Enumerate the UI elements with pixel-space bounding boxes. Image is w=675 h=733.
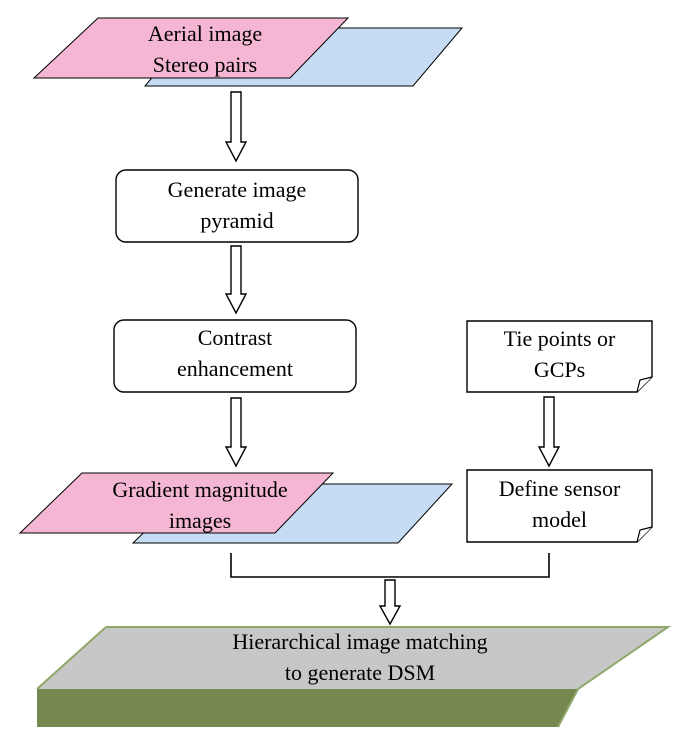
aerial-label-line1: Aerial image xyxy=(147,21,263,46)
sensor-label: Define sensor model xyxy=(467,473,652,535)
arrow-pyramid-to-contrast xyxy=(224,245,248,315)
pyramid-box xyxy=(115,169,359,243)
sensor-label-line2: model xyxy=(532,507,587,532)
aerial-label-line2: Stereo pairs xyxy=(152,52,258,77)
contrast-box xyxy=(113,319,357,393)
matching-slab-top xyxy=(37,627,668,689)
arrow-merge-to-matching xyxy=(378,579,402,626)
sensor-fold xyxy=(636,526,653,543)
sensor-label-line1: Define sensor xyxy=(498,476,621,501)
tiepoints-fold xyxy=(636,376,653,393)
arrow-contrast-to-gradient xyxy=(224,397,248,468)
matching-slab-left-edge xyxy=(36,626,107,690)
arrow-aerial-to-pyramid xyxy=(224,91,248,163)
gradient-label-line2: images xyxy=(168,508,232,533)
matching-label: Hierarchical image matching to generate … xyxy=(160,626,560,688)
arrow-tiepoints-to-sensor xyxy=(537,396,561,468)
pyramid-label-line2: pyramid xyxy=(200,208,274,233)
tiepoints-label-line1: Tie points or xyxy=(503,326,616,351)
matching-label-line1: Hierarchical image matching xyxy=(232,629,488,654)
gradient-sheet-front xyxy=(18,472,335,534)
aerial-label: Aerial image Stereo pairs xyxy=(110,18,300,80)
tiepoints-label-line2: GCPs xyxy=(533,357,586,382)
gradient-label-line1: Gradient magnitude xyxy=(112,477,288,502)
matching-slab-edge xyxy=(106,626,672,728)
matching-label-line2: to generate DSM xyxy=(284,660,436,685)
pyramid-label-line1: Generate image xyxy=(167,177,307,202)
aerial-sheet-front xyxy=(32,17,350,79)
contrast-label-line2: enhancement xyxy=(176,356,294,381)
gradient-label: Gradient magnitude images xyxy=(80,474,320,536)
matching-slab-front xyxy=(37,689,578,727)
tiepoints-label: Tie points or GCPs xyxy=(467,323,652,385)
contrast-label: Contrast enhancement xyxy=(114,322,356,384)
contrast-label-line1: Contrast xyxy=(197,325,273,350)
merge-bracket xyxy=(230,553,550,578)
pyramid-label: Generate image pyramid xyxy=(116,174,358,236)
